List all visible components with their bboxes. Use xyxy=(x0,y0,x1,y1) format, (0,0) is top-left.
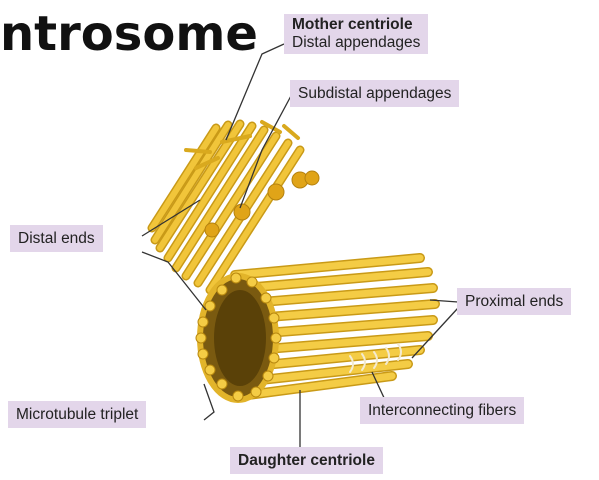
label-distal-ends: Distal ends xyxy=(10,225,103,252)
label-distal-appendages-text: Distal appendages xyxy=(292,34,420,52)
daughter-centriole xyxy=(196,258,435,401)
leader-triplet xyxy=(204,384,214,420)
label-proximal-ends: Proximal ends xyxy=(457,288,571,315)
page-title: ntrosome xyxy=(0,6,258,62)
label-mother-centriole-text: Mother centriole xyxy=(292,16,420,34)
label-microtubule-triplet: Microtubule triplet xyxy=(8,401,146,428)
label-mother-centriole: Mother centriole Distal appendages xyxy=(284,14,428,54)
label-interconnecting-fibers: Interconnecting fibers xyxy=(360,397,524,424)
label-subdistal-appendages: Subdistal appendages xyxy=(290,80,459,107)
label-daughter-centriole: Daughter centriole xyxy=(230,447,383,474)
